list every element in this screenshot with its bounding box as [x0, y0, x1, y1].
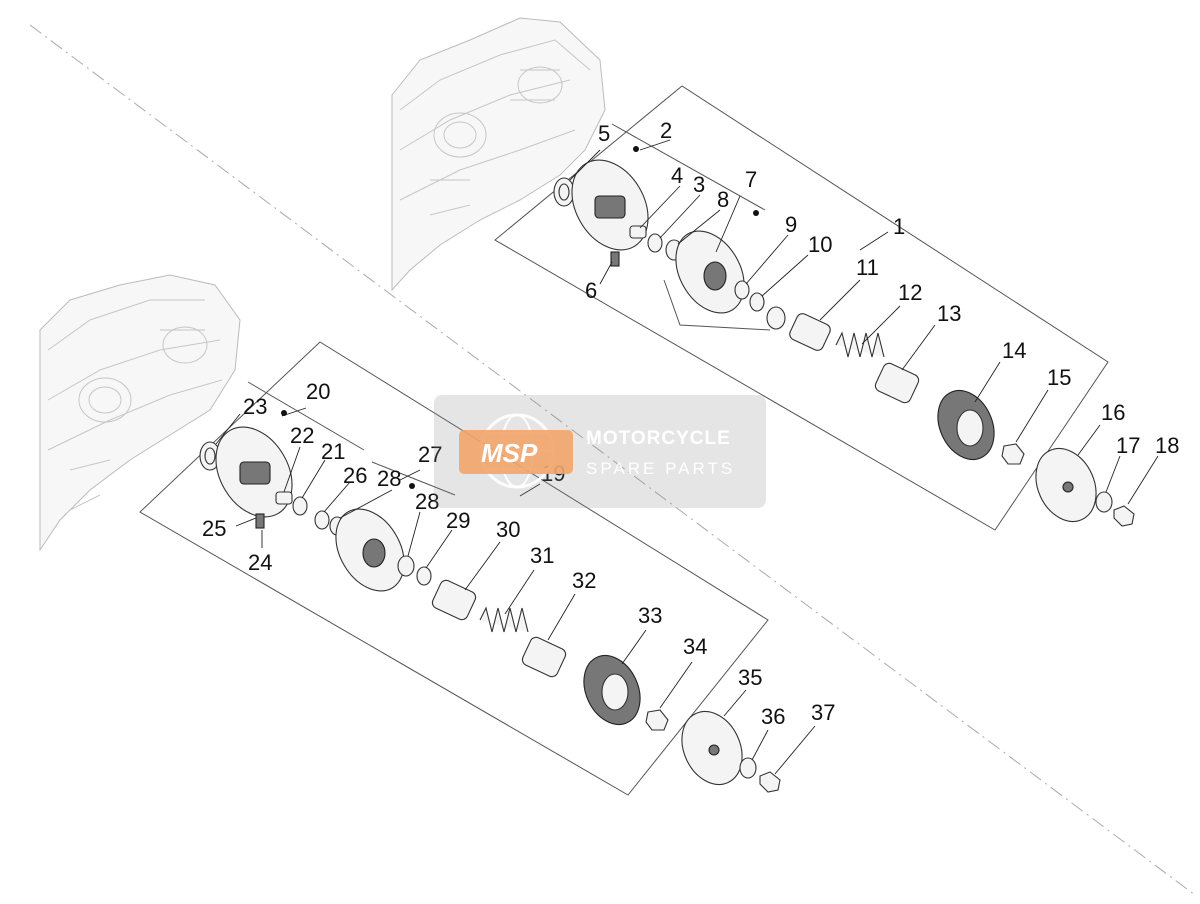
callout-5: 5	[598, 121, 610, 146]
callout-21: 21	[321, 439, 345, 464]
subassembly-bracket-20	[247, 381, 365, 451]
callout-1: 1	[893, 214, 905, 239]
subassembly-bracket-2	[611, 123, 766, 211]
callout-24: 24	[248, 550, 272, 575]
callout-6: 6	[585, 278, 597, 303]
upper-assembly-outline	[494, 85, 1109, 531]
part-6-screw	[610, 251, 620, 267]
part-30-sleeve	[431, 579, 477, 621]
callout-27: 27	[418, 442, 442, 467]
part-9-ring	[734, 280, 750, 300]
callout-31: 31	[530, 543, 554, 568]
leader-lines	[215, 139, 1159, 775]
subassembly-dot-lower-1	[281, 410, 287, 416]
part-4-bushing	[629, 225, 647, 239]
subassembly-dot-lower-2	[409, 483, 415, 489]
watermark-line1: MOTORCYCLE	[586, 428, 731, 449]
callout-30: 30	[496, 517, 520, 542]
center-axis-line	[29, 24, 1196, 896]
callout-10: 10	[808, 232, 832, 257]
part-32-sleeve	[521, 636, 567, 678]
callout-7: 7	[745, 167, 757, 192]
part-18-nut	[1113, 505, 1135, 527]
part-24-screw	[255, 513, 265, 529]
part-11-seal	[766, 306, 786, 330]
watermark-logo: MSP	[481, 438, 538, 468]
part-12-spring	[835, 331, 885, 358]
callout-33: 33	[638, 603, 662, 628]
subassembly-dot-upper-1	[633, 146, 639, 152]
callout-22: 22	[290, 423, 314, 448]
part-17-washer	[1095, 491, 1113, 513]
callout-35: 35	[738, 665, 762, 690]
callout-17: 17	[1116, 433, 1140, 458]
callout-13: 13	[937, 301, 961, 326]
watermark-box	[434, 395, 766, 508]
part-22-bushing	[275, 491, 293, 505]
callout-9: 9	[785, 212, 797, 237]
callout-34: 34	[683, 634, 707, 659]
part-29-ring	[416, 566, 432, 586]
callout-16: 16	[1101, 400, 1125, 425]
subassembly-bracket-27	[371, 461, 456, 496]
watermark-logo-badge	[459, 430, 573, 474]
part-13-sleeve	[874, 362, 920, 404]
part-15-nut	[1001, 443, 1025, 465]
callout-36: 36	[761, 704, 785, 729]
callout-32: 32	[572, 568, 596, 593]
subassembly-dot-upper-2	[753, 210, 759, 216]
part-21-washer	[292, 496, 308, 516]
callout-4: 4	[671, 163, 683, 188]
lower-parts	[199, 426, 781, 793]
part-28-bearing	[397, 555, 415, 577]
watermark: MSP MOTORCYCLE SPARE PARTS	[434, 395, 766, 508]
callout-11: 11	[856, 255, 879, 280]
callout-20: 20	[306, 379, 330, 404]
callout-15: 15	[1047, 365, 1071, 390]
callout-labels: 1 2 3 4 5 6 7 8 9 10 11 12 13 14 15 16 1…	[202, 118, 1179, 729]
callout-25: 25	[202, 516, 226, 541]
lower-assembly-outline	[139, 341, 769, 796]
upper-engine-case	[391, 17, 606, 292]
part-10-ring	[749, 292, 765, 312]
watermark-line2: SPARE PARTS	[586, 459, 735, 478]
subassembly-bracket-7	[663, 279, 771, 331]
callout-18: 18	[1155, 433, 1179, 458]
callout-14: 14	[1002, 338, 1026, 363]
callout-29: 29	[446, 508, 470, 533]
part-11-sleeve	[789, 313, 831, 351]
lower-engine-case	[39, 274, 241, 552]
callout-28b: 28	[415, 489, 439, 514]
callout-37: 37	[811, 700, 835, 725]
part-31-spring	[479, 606, 529, 633]
callout-28a: 28	[377, 466, 401, 491]
part-37-nut	[759, 771, 781, 793]
callout-26: 26	[343, 463, 367, 488]
callout-3: 3	[693, 172, 705, 197]
callout-2: 2	[660, 118, 672, 143]
callout-12: 12	[898, 280, 922, 305]
part-36-washer	[739, 757, 757, 779]
part-34-nut	[645, 709, 669, 731]
part-3-washer	[647, 233, 663, 253]
part-26-ring	[314, 510, 330, 530]
callout-23: 23	[243, 394, 267, 419]
callout-8: 8	[717, 187, 729, 212]
